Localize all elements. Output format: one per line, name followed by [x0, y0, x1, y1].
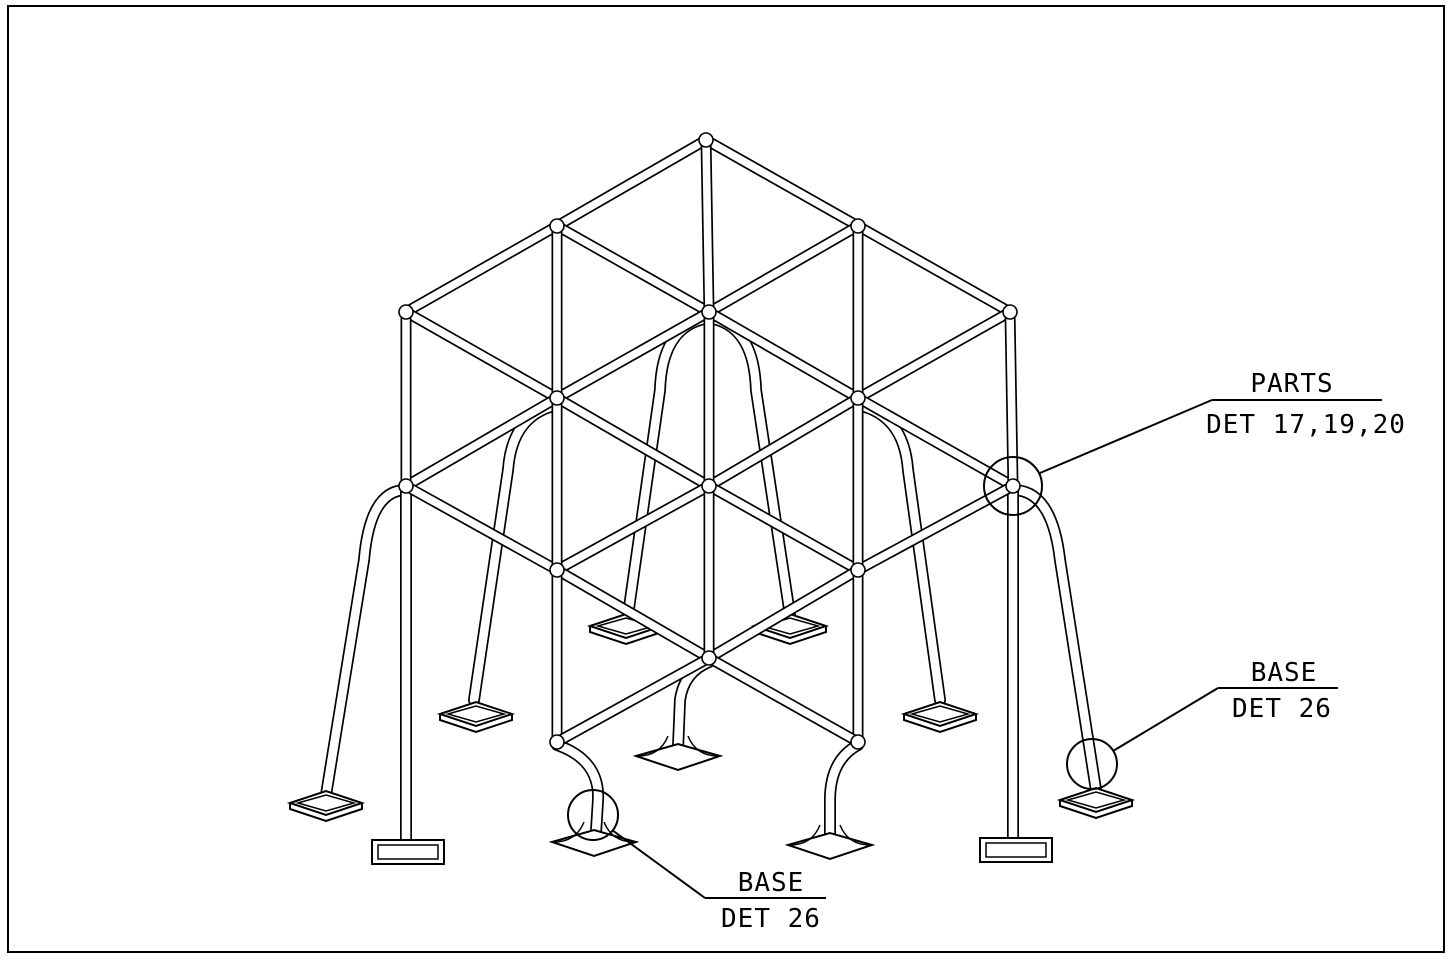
- joints-group: [398, 132, 1021, 750]
- callout-base-right-ref: DET 26: [1232, 694, 1332, 724]
- callout-base-right-circle: [1066, 738, 1118, 790]
- frame-pipe-f-h: [852, 306, 1016, 404]
- callout-base-bottom: BASE DET 26: [567, 789, 826, 934]
- callout-base-bottom-title: BASE: [738, 868, 805, 898]
- joint-d: [398, 304, 414, 320]
- frame-pipe-l-o: [551, 564, 715, 664]
- frame-pipe-a-b: [551, 134, 712, 232]
- frame-pipe-d-g: [400, 306, 563, 404]
- frame-pipe-o-p: [551, 652, 715, 748]
- leg-front-b: [824, 739, 864, 842]
- frame-pipe-b-d: [400, 220, 563, 318]
- frame-pipe-c-f: [852, 220, 1016, 318]
- base-plate-6: [900, 700, 980, 734]
- frame-pipe-j-l: [551, 480, 715, 576]
- joint-b: [549, 218, 565, 234]
- frame-pipe-j-m: [703, 480, 864, 576]
- leg-front-a: [551, 739, 605, 838]
- callout-parts-title: PARTS: [1250, 369, 1333, 399]
- joint-o: [701, 650, 717, 666]
- callout-base-bottom-circle: [567, 789, 619, 841]
- callout-base-right-leader: [1112, 687, 1219, 752]
- leg-front-left-curved: [320, 484, 412, 801]
- callout-base-bottom-leader: [611, 829, 706, 899]
- base-plate-3: [436, 700, 516, 734]
- base-plate-8: [979, 837, 1053, 863]
- joint-e: [701, 304, 717, 320]
- callout-base-bottom-ref: DET 26: [721, 904, 821, 934]
- base-plate-11: [784, 824, 876, 861]
- frame-pipe-b-e: [551, 220, 715, 318]
- frame-pipe-a-e: [700, 134, 715, 318]
- frame-pipe-c-e: [703, 220, 864, 318]
- joint-p: [549, 734, 565, 750]
- joint-q: [850, 734, 866, 750]
- frame-pipe-h-j: [703, 392, 864, 492]
- frame-pipe-f-k: [1004, 306, 1019, 492]
- joint-m: [850, 562, 866, 578]
- base-plate-7: [1056, 786, 1136, 820]
- frame-pipe-m-o: [703, 564, 864, 664]
- joint-i: [398, 478, 414, 494]
- frame-pipe-g-i: [400, 392, 563, 492]
- base-plate-10: [548, 821, 640, 858]
- callout-parts-circle: [983, 456, 1043, 516]
- joint-g: [549, 390, 565, 406]
- frame-pipe-a-c: [700, 134, 864, 232]
- frame-pipe-e-h: [703, 306, 864, 404]
- joint-c: [850, 218, 866, 234]
- joint-l: [549, 562, 565, 578]
- base-plate-2: [371, 839, 445, 865]
- joint-h: [850, 390, 866, 406]
- base-plate-9: [632, 735, 724, 772]
- frame-pipe-g-j: [551, 392, 715, 492]
- callout-base-right: BASE DET 26: [1066, 658, 1338, 790]
- joint-f: [1002, 304, 1018, 320]
- callout-parts: PARTS DET 17,19,20: [983, 369, 1406, 516]
- joint-j: [701, 478, 717, 494]
- frame-pipe-k-m: [852, 480, 1019, 576]
- frame-pipe-i-l: [400, 480, 563, 576]
- base-plate-1: [286, 789, 366, 823]
- drawing-border: [7, 5, 1445, 953]
- frame-pipe-e-g: [551, 306, 715, 404]
- leg-front-right-curved: [1007, 484, 1102, 796]
- joint-k: [1005, 478, 1021, 494]
- joint-a: [698, 132, 714, 148]
- callout-parts-leader: [1039, 399, 1213, 474]
- frame-pipe-o-q: [703, 652, 864, 748]
- frame-pipes-group: [400, 134, 1019, 748]
- callout-parts-ref: DET 17,19,20: [1206, 410, 1406, 440]
- callout-base-right-title: BASE: [1251, 658, 1318, 688]
- frame-pipe-h-k: [852, 392, 1019, 492]
